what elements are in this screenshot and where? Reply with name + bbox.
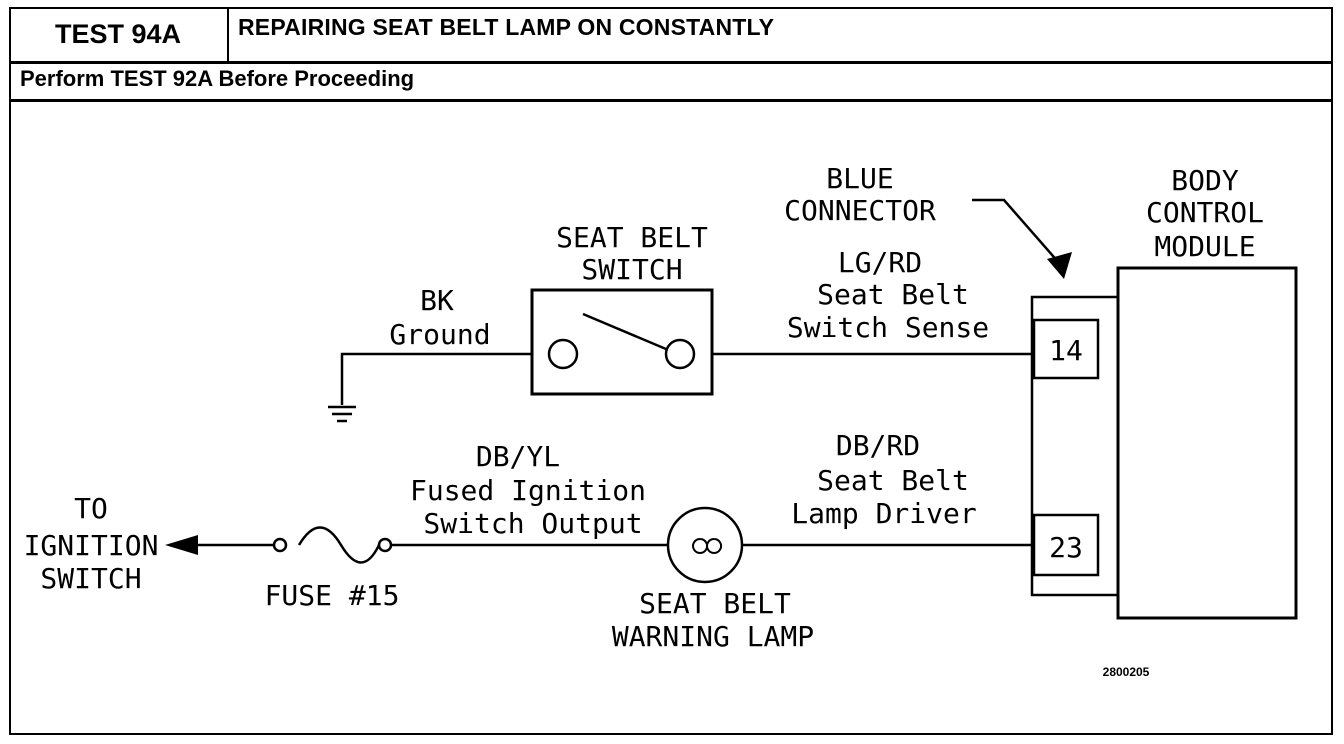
header-divider — [9, 61, 1333, 64]
db-yl-label-1: DB/YL — [476, 440, 560, 473]
lg-rd-label-1: LG/RD — [838, 246, 922, 279]
switch-label-2: SWITCH — [581, 253, 682, 286]
fuse-link — [297, 526, 381, 564]
db-rd-label-1: DB/RD — [836, 429, 920, 462]
figure-code: 2800205 — [1103, 665, 1150, 679]
ground-wire — [340, 352, 532, 405]
to-ignition-label-1: TO — [74, 492, 108, 525]
prerequisite-note: Perform TEST 92A Before Proceeding — [20, 66, 415, 91]
bcm-label-3: MODULE — [1154, 230, 1255, 263]
bk-ground-label-2: Ground — [389, 318, 490, 351]
switch-terminal-left — [547, 338, 579, 370]
blue-connector-label-2: CONNECTOR — [784, 194, 936, 227]
connector-pointer-arrowhead — [1047, 252, 1072, 279]
to-ignition-label-3: SWITCH — [40, 562, 141, 595]
bcm-label-1: BODY — [1171, 164, 1239, 197]
fuse-terminal-right — [377, 537, 393, 553]
blue-connector-label-1: BLUE — [826, 162, 893, 195]
header-divider-2 — [9, 99, 1333, 102]
body-control-module-box — [1116, 266, 1298, 620]
fuse-terminal-left — [272, 537, 288, 553]
fuse-label: FUSE #15 — [265, 579, 400, 612]
connector-pointer-line — [972, 198, 1061, 265]
bcm-label-2: CONTROL — [1146, 196, 1264, 229]
to-ignition-label-2: IGNITION — [24, 529, 159, 562]
db-rd-label-3: Lamp Driver — [791, 497, 976, 530]
lg-rd-label-3: Switch Sense — [787, 311, 989, 344]
db-yl-label-2: Fused Ignition — [410, 474, 646, 507]
pin-23-label: 23 — [1049, 531, 1083, 564]
warning-lamp-bulb — [666, 506, 744, 584]
ignition-arrowhead — [165, 535, 198, 555]
test-title: REPAIRING SEAT BELT LAMP ON CONSTANTLY — [238, 14, 775, 40]
pin-14-label: 14 — [1049, 334, 1083, 367]
warning-lamp-filament — [692, 538, 723, 554]
warning-lamp-label-2: WARNING LAMP — [612, 620, 814, 653]
lg-rd-label-2: Seat Belt — [817, 278, 969, 311]
db-yl-label-3: Switch Output — [423, 507, 642, 540]
switch-terminal-right — [664, 338, 696, 370]
diagram-frame — [9, 7, 1333, 735]
bk-ground-label-1: BK — [420, 284, 454, 317]
warning-lamp-label-1: SEAT BELT — [639, 587, 791, 620]
switch-arm — [582, 312, 667, 351]
db-rd-label-2: Seat Belt — [817, 464, 969, 497]
pin-14-box — [1032, 318, 1100, 380]
switch-label-1: SEAT BELT — [556, 221, 708, 254]
seat-belt-switch-box — [530, 288, 714, 396]
